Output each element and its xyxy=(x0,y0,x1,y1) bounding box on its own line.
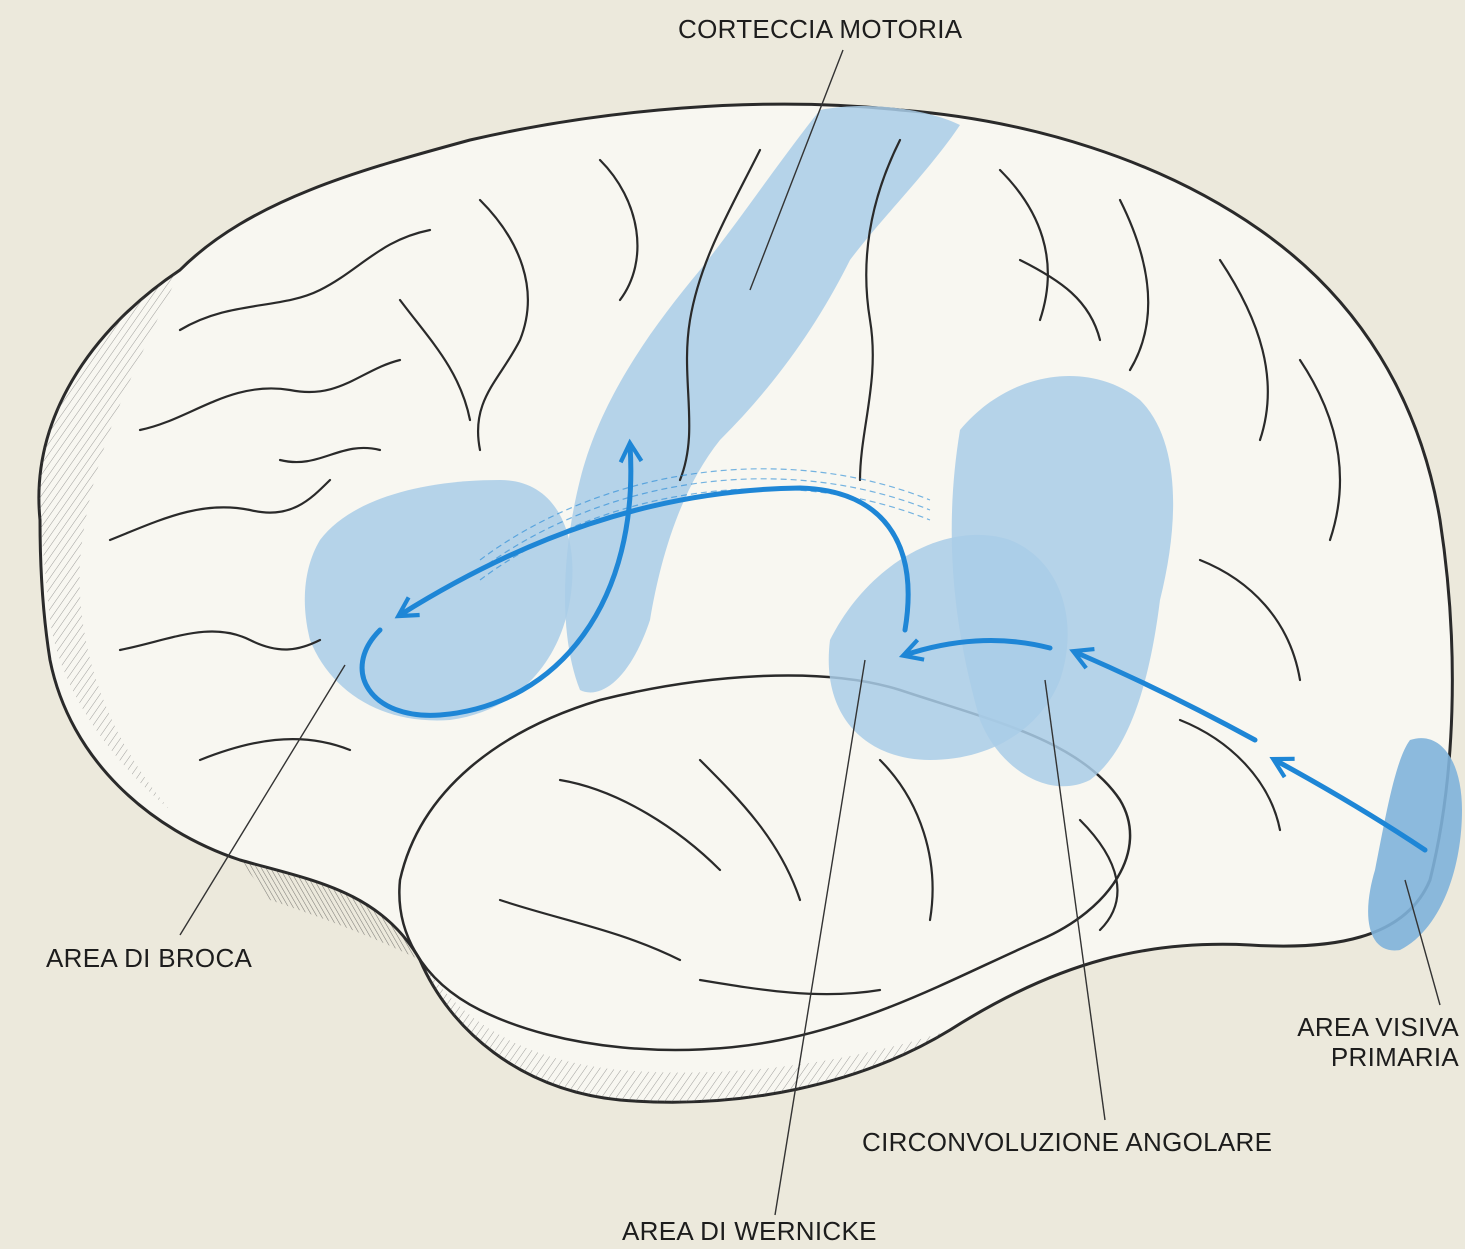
label-broca-area: AREA DI BROCA xyxy=(46,943,252,973)
label-visual-line2: PRIMARIA xyxy=(1297,1042,1459,1072)
label-angular-gyrus: CIRCONVOLUZIONE ANGOLARE xyxy=(862,1127,1272,1157)
label-visual-line1: AREA VISIVA xyxy=(1297,1012,1459,1042)
label-motor-cortex: CORTECCIA MOTORIA xyxy=(678,14,962,44)
label-primary-visual-area: AREA VISIVA PRIMARIA xyxy=(1297,1012,1459,1072)
label-wernicke-area: AREA DI WERNICKE xyxy=(622,1216,877,1246)
